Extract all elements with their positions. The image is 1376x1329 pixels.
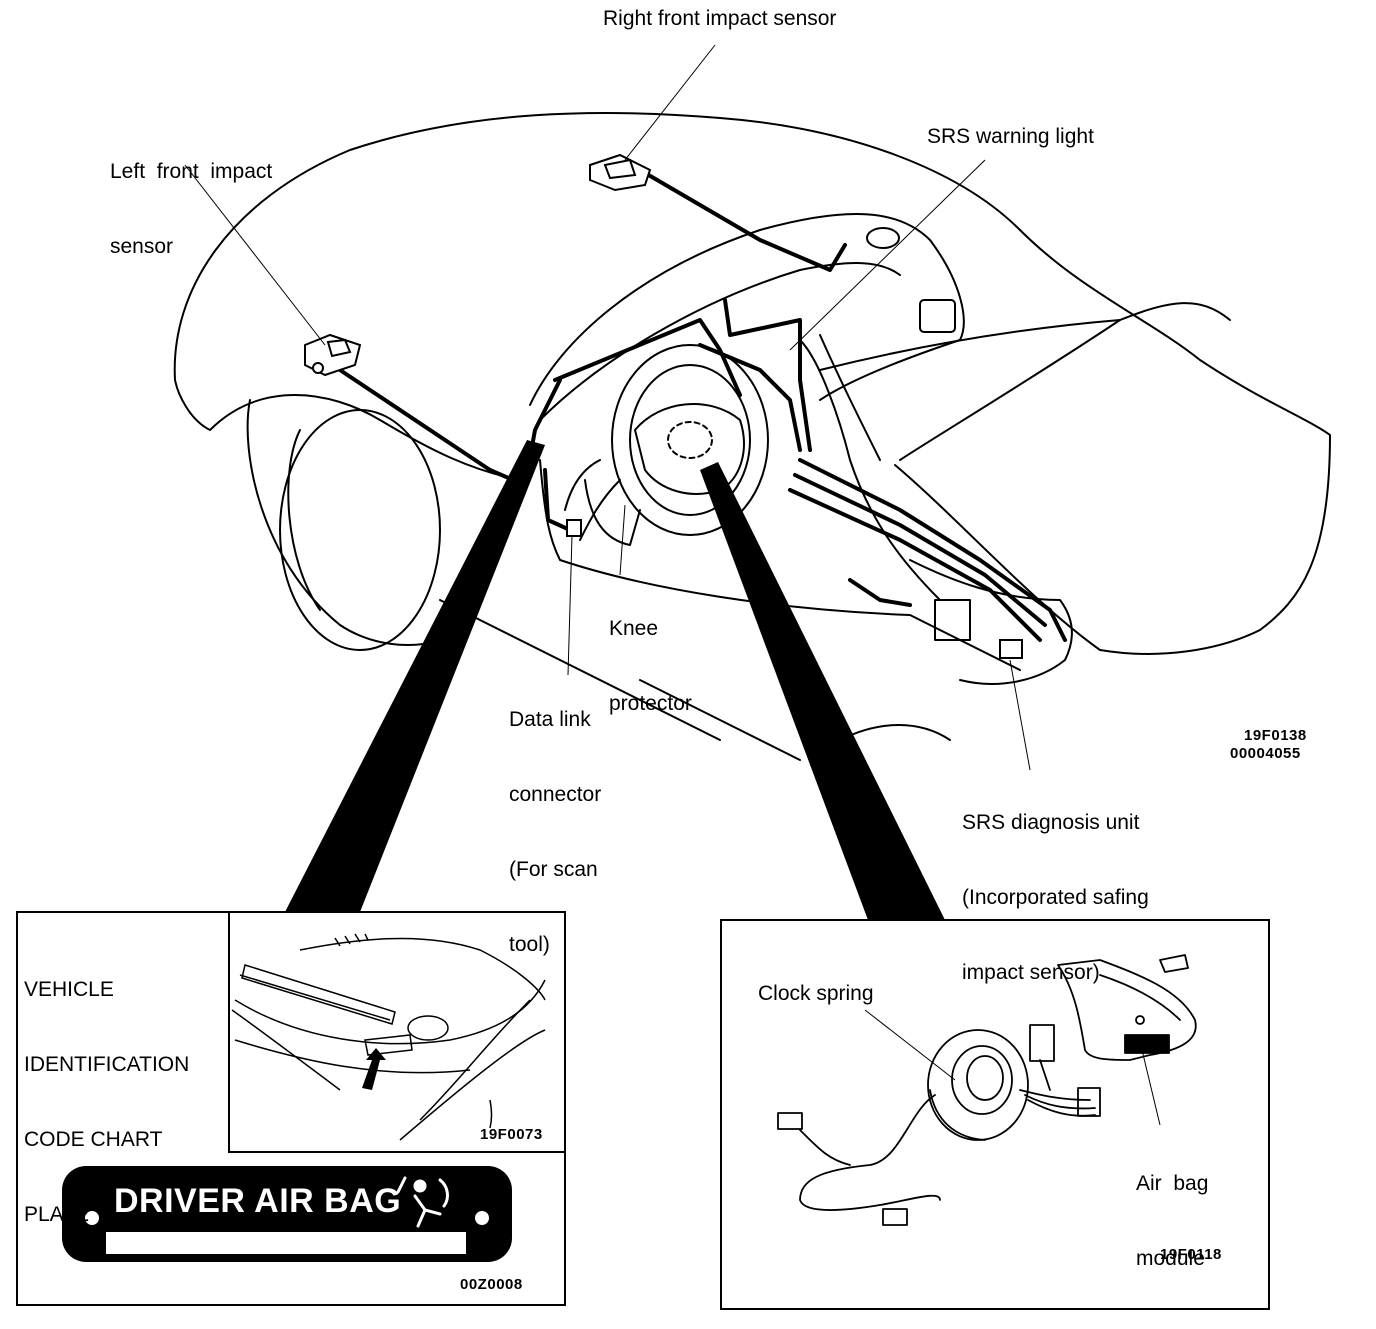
car-hood-edge — [174, 379, 521, 481]
air-bag-module-drawing — [1057, 959, 1197, 1061]
harness-console — [798, 458, 1067, 642]
plate-text: DRIVER AIR BAG — [114, 1182, 402, 1220]
label-right-front-impact-sensor: Right front impact sensor — [603, 7, 837, 30]
label-air-bag-module: Air bag module — [1136, 1172, 1209, 1270]
knee-protector-panel — [584, 479, 641, 546]
harness-right-sensor — [638, 168, 847, 272]
inset-left-title: VEHICLE IDENTIFICATION CODE CHART PLATE — [24, 978, 190, 1226]
srs-diagnosis-unit-box — [999, 639, 1023, 659]
beam-to-right-inset — [700, 462, 945, 920]
label-srs-diagnosis-unit: SRS diagnosis unit (Incorporated safing … — [962, 811, 1149, 984]
label-left-front-impact-sensor: Left front impact sensor — [110, 160, 273, 258]
data-link-connector-box — [566, 519, 582, 537]
airbag-symbol-icon — [396, 1176, 449, 1228]
car-body-outline — [173, 111, 1331, 436]
figure-code-main: 19F0138 00004055 — [1230, 727, 1307, 762]
harness-dash — [553, 318, 742, 397]
center-console — [539, 459, 1021, 671]
plate-blank-field — [106, 1232, 466, 1254]
inset-left-plate-code: 00Z0008 — [460, 1276, 523, 1293]
label-knee-protector: Knee protector — [609, 617, 692, 715]
label-clock-spring: Clock spring — [758, 982, 874, 1005]
dashboard — [529, 212, 965, 406]
windshield — [899, 302, 1231, 461]
inset-left-photo-frame — [228, 911, 566, 1153]
label-data-link-connector: Data link connector (For scan tool) — [509, 708, 602, 956]
inset-left-photo-code: 19F0073 — [480, 1126, 543, 1143]
inset-right-frame — [720, 919, 1270, 1310]
steering-wheel — [611, 344, 769, 536]
beam-to-left-inset — [285, 440, 545, 912]
label-srs-warning-light: SRS warning light — [927, 125, 1094, 148]
inset-left-arrow — [362, 1048, 386, 1090]
inset-right-code: 19F0118 — [1160, 1246, 1222, 1263]
front-wheel — [279, 409, 441, 651]
